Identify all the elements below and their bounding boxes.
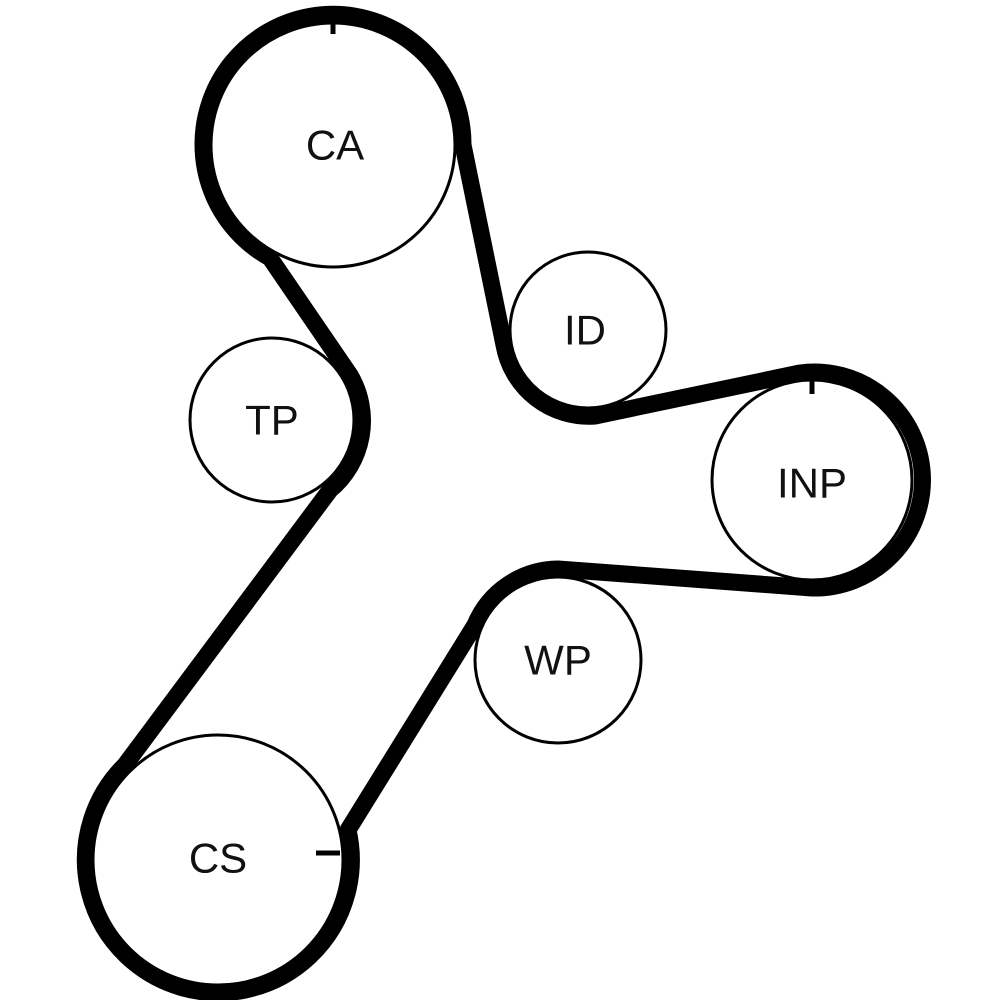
label-ca: CA	[306, 122, 364, 169]
pulley-tp	[188, 336, 356, 504]
label-cs: CS	[189, 835, 247, 882]
label-wp: WP	[524, 637, 592, 684]
label-inp: INP	[777, 460, 847, 507]
belt	[76, 5, 931, 1000]
label-tp: TP	[245, 397, 299, 444]
label-id: ID	[564, 307, 606, 354]
